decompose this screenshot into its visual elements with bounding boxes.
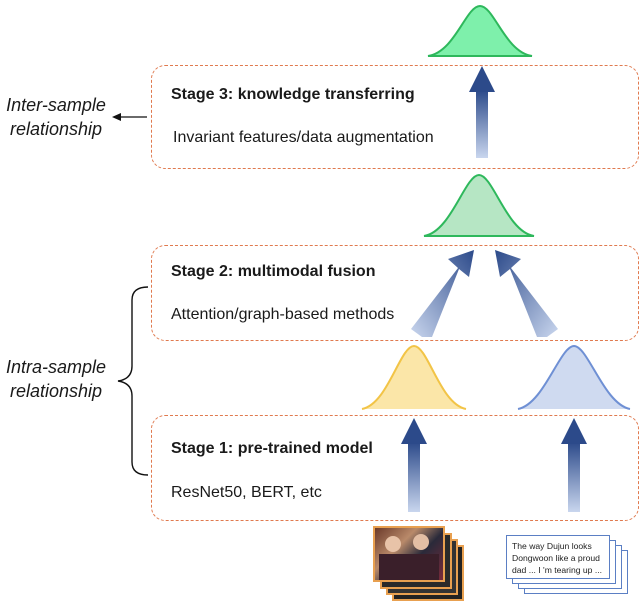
fused-distribution	[423, 173, 535, 237]
inter-sample-arrow	[112, 113, 147, 121]
stage1-title: Stage 1: pre-trained model	[171, 440, 373, 457]
top-output-distribution	[427, 4, 533, 57]
photo-person-right	[413, 534, 429, 550]
stage3-description: Invariant features/data augmentation	[173, 129, 434, 146]
stage1-box	[151, 415, 639, 521]
image-feature-distribution	[361, 344, 467, 410]
inter-sample-line1: Inter-sample	[6, 95, 106, 115]
photo-person-left	[385, 536, 401, 552]
inter-sample-label: Inter-sample relationship	[0, 93, 112, 141]
stage1-description: ResNet50, BERT, etc	[171, 484, 322, 501]
stage3-box	[151, 65, 639, 169]
intra-sample-brace	[117, 286, 149, 476]
photo-clothes	[379, 554, 439, 580]
intra-sample-line2: relationship	[9, 381, 103, 401]
arrow-stage2-text-up	[495, 250, 558, 337]
text-sample-card: The way Dujun looks Dongwoon like a prou…	[506, 535, 610, 579]
inter-sample-line2: relationship	[9, 119, 103, 139]
image-sample-photo	[373, 526, 445, 582]
stage2-box	[151, 245, 639, 341]
stage2-description: Attention/graph-based methods	[171, 306, 395, 323]
arrow-stage2-image-up	[411, 250, 474, 337]
text-feature-distribution	[517, 344, 631, 410]
arrow-stage3-up	[469, 66, 495, 158]
text-sample-line2: Dongwoon like a proud	[512, 553, 600, 563]
arrow-stage1-text-up	[561, 418, 587, 512]
text-sample-line3: dad ... I 'm tearing up ...	[512, 565, 603, 575]
text-sample-line1: The way Dujun looks	[512, 541, 592, 551]
intra-sample-line1: Intra-sample	[5, 357, 107, 377]
stage2-title: Stage 2: multimodal fusion	[171, 263, 376, 280]
arrow-stage1-image-up	[401, 418, 427, 512]
stage3-title: Stage 3: knowledge transferring	[171, 86, 415, 103]
intra-sample-label: Intra-sample relationship	[0, 355, 112, 403]
